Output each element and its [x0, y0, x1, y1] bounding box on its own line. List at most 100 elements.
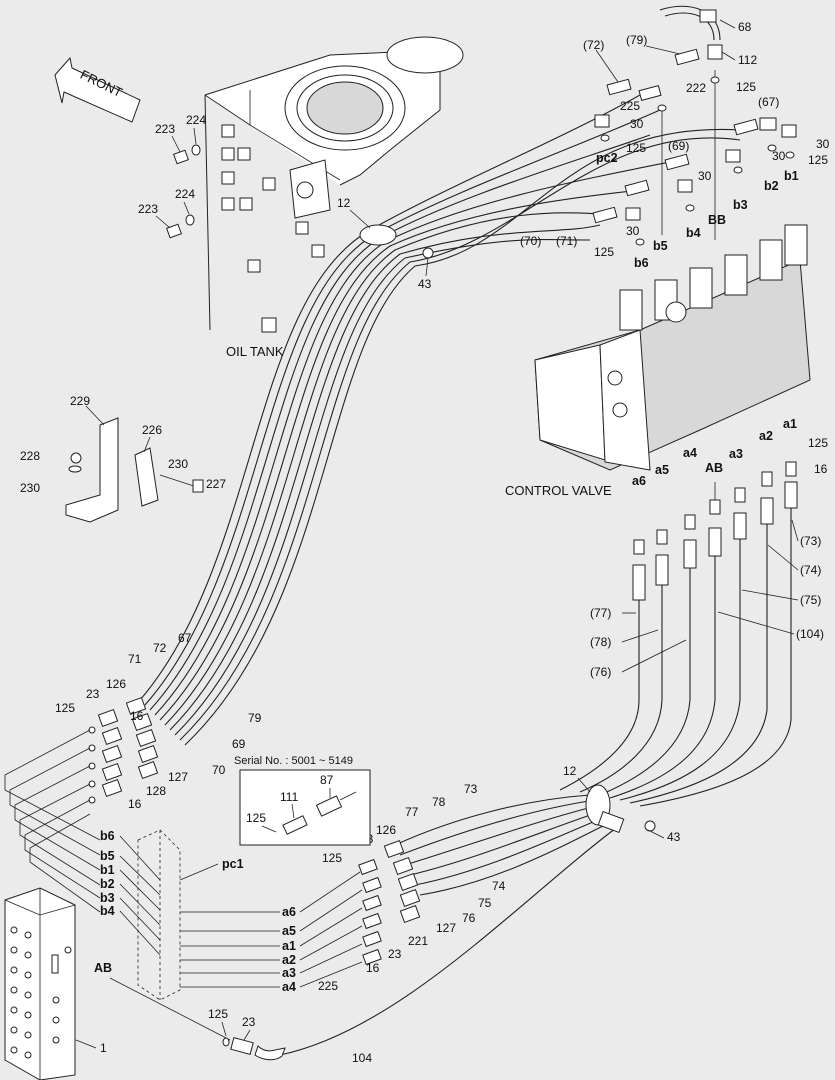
- valve-top-ports: pc2 b6 b5 b4 BB b3 b2 b1: [596, 70, 799, 270]
- label-112: 112: [738, 53, 757, 67]
- block-1-holes: [10, 926, 72, 1059]
- port-b3: b3: [733, 198, 748, 212]
- bottom-fittings: 125 23: [208, 1007, 286, 1061]
- label-12a: 12: [337, 196, 351, 210]
- port-b5: b5: [653, 239, 668, 253]
- label-224b: 224: [175, 187, 195, 201]
- label-71: 71: [128, 652, 142, 666]
- label-87: 87: [320, 773, 334, 787]
- upper-hose-bundle: [139, 5, 741, 746]
- top-labels: 68 112 125 (72) (79) 222 225 30 125 (67)…: [337, 19, 830, 291]
- label-104: 104: [352, 1051, 372, 1065]
- label-225b: 225: [318, 979, 338, 993]
- port-a4-left: a4: [282, 980, 296, 994]
- label-223a: 223: [155, 122, 175, 136]
- label-111: 111: [280, 790, 299, 804]
- port-a5-left: a5: [282, 924, 296, 938]
- port-AB-left: AB: [94, 961, 112, 975]
- port-b2-left: b2: [100, 877, 115, 891]
- port-a6: a6: [632, 474, 646, 488]
- oil-tank: OIL TANK: [204, 36, 464, 359]
- label-67: 67: [178, 631, 192, 645]
- label-l74: (74): [800, 563, 821, 577]
- label-l70: (70): [520, 234, 541, 248]
- lower-a-fittings: 23 126 125 127 221 23 16 225: [318, 823, 456, 993]
- port-pc2: pc2: [596, 151, 618, 165]
- port-b3-left: b3: [100, 891, 115, 905]
- port-a6-left: a6: [282, 905, 296, 919]
- label-125e: 125: [808, 436, 828, 450]
- label-126b: 126: [376, 823, 396, 837]
- valve-bottom-ports: a6 a5 a4 AB a3 a2 a1 125 16: [632, 417, 828, 488]
- label-16a: 16: [814, 462, 828, 476]
- label-l79: (79): [626, 33, 647, 47]
- label-30a: 30: [630, 117, 644, 131]
- label-227: 227: [206, 477, 226, 491]
- label-12b: 12: [563, 764, 577, 778]
- label-125g: 125: [55, 701, 75, 715]
- label-16d: 16: [128, 797, 142, 811]
- label-125d: 125: [594, 245, 614, 259]
- plug-223-224: 223 224 223 224: [138, 113, 206, 239]
- label-23a: 23: [86, 687, 100, 701]
- control-valve-label: CONTROL VALVE: [505, 483, 612, 498]
- oil-tank-label: OIL TANK: [226, 344, 284, 359]
- tank-fittings: [221, 124, 325, 333]
- label-1: 1: [100, 1041, 107, 1055]
- label-223b: 223: [138, 202, 158, 216]
- label-128: 128: [146, 784, 166, 798]
- serial-inset: Serial No. : 5001 ~ 5149 125 111 87: [234, 755, 371, 846]
- label-228: 228: [20, 449, 40, 463]
- label-78: 78: [432, 795, 446, 809]
- bracket-assembly: 229 226 228 230 230 227: [20, 394, 226, 523]
- lower-hose-bundle: 12 43 73 78 77 74 75 76 104: [279, 764, 681, 1065]
- port-pc1: pc1: [222, 857, 244, 871]
- control-valve: CONTROL VALVE: [505, 224, 811, 498]
- lower-a-ports: a6 a5 a1 a2 a3 a4: [180, 871, 363, 994]
- label-230b: 230: [168, 457, 188, 471]
- label-l76: (76): [590, 665, 611, 679]
- label-l69: (69): [668, 139, 689, 153]
- label-l67: (67): [758, 95, 779, 109]
- right-paren-labels: (73) (74) (75) (104) (77) (78) (76): [590, 519, 824, 679]
- label-125i: 125: [208, 1007, 228, 1021]
- label-23d: 23: [242, 1015, 256, 1029]
- port-a4: a4: [683, 446, 697, 460]
- top-fittings: [592, 9, 797, 246]
- left-b-ports: b6 b5 b1 b2 b3 b4 pc1: [4, 729, 244, 956]
- label-70: 70: [212, 763, 226, 777]
- label-226: 226: [142, 423, 162, 437]
- serial-note: Serial No. : 5001 ~ 5149: [234, 755, 353, 767]
- label-23c: 23: [388, 947, 402, 961]
- label-l73: (73): [800, 534, 821, 548]
- port-AB: AB: [705, 461, 723, 475]
- label-l75: (75): [800, 593, 821, 607]
- port-a3-left: a3: [282, 966, 296, 980]
- port-b6-left: b6: [100, 829, 115, 843]
- label-30b: 30: [816, 137, 830, 151]
- label-127a: 127: [168, 770, 188, 784]
- label-125a: 125: [736, 80, 756, 94]
- label-224a: 224: [186, 113, 206, 127]
- port-b5-left: b5: [100, 849, 115, 863]
- port-b6: b6: [634, 256, 649, 270]
- port-a2: a2: [759, 429, 773, 443]
- port-b4: b4: [686, 226, 701, 240]
- label-127b: 127: [436, 921, 456, 935]
- label-222: 222: [686, 81, 706, 95]
- port-b1: b1: [784, 169, 799, 183]
- port-b1-left: b1: [100, 863, 115, 877]
- label-125b: 125: [626, 141, 646, 155]
- label-77: 77: [405, 805, 419, 819]
- port-a5: a5: [655, 463, 669, 477]
- label-72: 72: [153, 641, 167, 655]
- label-l77: (77): [590, 606, 611, 620]
- label-l72: (72): [583, 38, 604, 52]
- label-79: 79: [248, 711, 262, 725]
- label-69: 69: [232, 737, 246, 751]
- label-74: 74: [492, 879, 506, 893]
- port-a1: a1: [783, 417, 797, 431]
- label-225a: 225: [620, 99, 640, 113]
- block-1: AB 1: [4, 887, 231, 1080]
